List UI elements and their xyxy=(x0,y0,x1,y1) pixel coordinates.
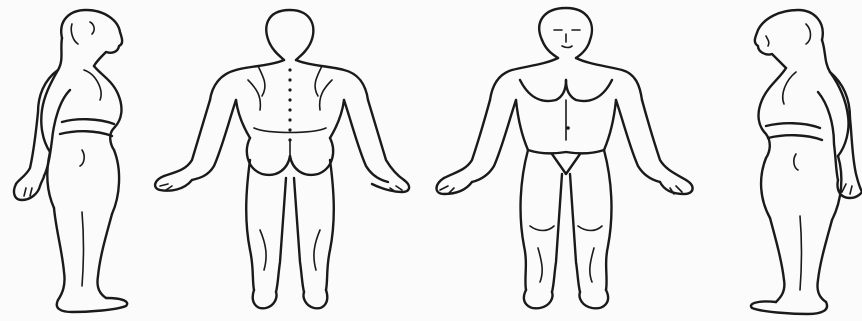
figure-right-side-view xyxy=(751,10,862,314)
figure-back-view xyxy=(155,10,409,308)
figure-front-view xyxy=(437,8,693,308)
spine-dots xyxy=(288,68,291,141)
figure-left-side-view xyxy=(14,10,127,312)
